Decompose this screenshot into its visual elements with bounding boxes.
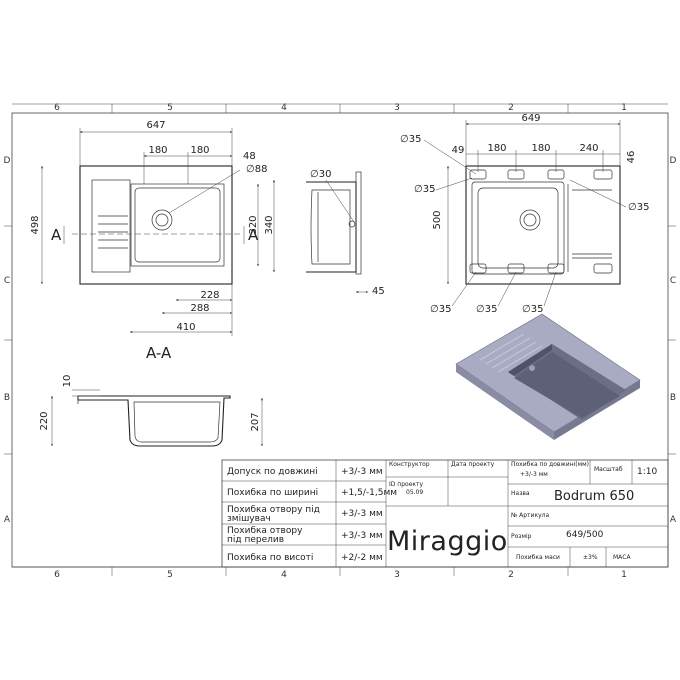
dimension-view: 649 49 180 180 240 ∅35 ∅35 ∅35 46 500 ∅3… (400, 113, 649, 315)
dim-depth-c: 410 (176, 322, 195, 333)
title-block: Допуск по довжині +3/-3 мм Похибка по ши… (221, 459, 669, 568)
col-label-bottom: 1 (621, 570, 627, 580)
scale-label: Масштаб (594, 466, 623, 473)
tol-mixer-label: Похибка отвору під (227, 505, 320, 515)
mass-label: МАСА (613, 554, 631, 561)
dim-right-sp1: 180 (487, 143, 506, 154)
drain-hole (151, 209, 173, 231)
dim-section-h2: 207 (250, 412, 261, 431)
dim-right-hole2: ∅35 (414, 184, 435, 195)
size-label: Розмір (511, 533, 532, 540)
sink-3d-render (455, 313, 641, 440)
brand-logo-text: Miraggio (387, 526, 508, 557)
col-label-bottom: 4 (281, 570, 287, 580)
dim-depth-b: 288 (190, 303, 209, 314)
dim-section-h1: 220 (39, 411, 50, 430)
tol-overflow-label: Похибка отвору (227, 526, 303, 536)
drain-hole-right (519, 209, 541, 231)
row-label-left: B (4, 393, 10, 403)
dim-bowl-h2: 340 (264, 215, 275, 234)
dim-hole-dia: ∅88 (246, 164, 267, 175)
dim-spacing-b: 180 (190, 145, 209, 156)
dim-right-hole4: ∅35 (430, 304, 451, 315)
dim-right-edge: 46 (626, 151, 637, 164)
dim-right-hole6: ∅35 (522, 304, 543, 315)
article-label: № Артикула (511, 512, 549, 519)
date-label: Дата проекту (451, 461, 495, 468)
section-title: A-A (146, 344, 172, 362)
dim-right-hole5: ∅35 (476, 304, 497, 315)
col-label-top: 5 (167, 103, 173, 113)
mass-tol-value: ±3% (583, 554, 598, 561)
name-value: Bodrum 650 (554, 489, 634, 504)
dim-depth-a: 228 (200, 290, 219, 301)
section-mark-right: A (248, 226, 259, 244)
row-label-left: A (4, 515, 11, 525)
col-label-top: 1 (621, 103, 627, 113)
outer-outline (465, 165, 621, 285)
name-label: Назва (511, 490, 530, 497)
dim-right-hole1: ∅35 (400, 134, 421, 145)
dim-overflow-dia: ∅30 (310, 169, 331, 180)
dim-section-top: 10 (62, 375, 73, 388)
overflow-hole (348, 220, 356, 228)
dim-spacing-a: 180 (148, 145, 167, 156)
zone-labels: 6 5 4 3 2 1 6 5 4 3 2 1 D C B A D C B A (4, 103, 677, 580)
mass-tol-label: Похибка маси (516, 554, 560, 561)
tol-overflow-label-2: під перелив (227, 535, 284, 545)
tol-height-label: Похибка по висоті (227, 553, 313, 563)
row-label-right: B (670, 393, 676, 403)
top-view: A A 647 180 180 48 ∅88 498 320 340 228 2… (30, 120, 275, 336)
section-mark-left: A (51, 226, 62, 244)
dim-width: 647 (146, 120, 165, 131)
dim-right-sp3: 240 (579, 143, 598, 154)
size-value: 649/500 (566, 530, 604, 540)
scale-value: 1:10 (637, 467, 657, 477)
dim-offset: 48 (243, 151, 256, 162)
tol-len2-value: +3/-3 мм (520, 471, 548, 478)
tol-len2-label: Похибка по довжині(мм) (511, 461, 589, 468)
dim-right-height: 500 (432, 210, 443, 229)
tol-height-value: +2/-2 мм (341, 553, 383, 563)
side-view: ∅30 45 (306, 169, 385, 297)
row-label-right: C (670, 276, 676, 286)
designer-label: Конструктор (389, 461, 430, 468)
col-label-top: 4 (281, 103, 287, 113)
drainboard-area (91, 179, 131, 273)
dim-right-sp2: 180 (531, 143, 550, 154)
row-label-right: D (670, 156, 677, 166)
tol-width-label: Похибка по ширині (227, 488, 318, 498)
col-label-bottom: 6 (54, 570, 60, 580)
col-label-bottom: 3 (394, 570, 400, 580)
dim-right-off: 49 (452, 145, 465, 156)
tol-width-value: +1,5/-1,5мм (341, 488, 397, 498)
tol-length-value: +3/-3 мм (341, 467, 383, 477)
dim-bowl-h1: 320 (248, 215, 259, 234)
row-label-left: C (4, 276, 10, 286)
bowl-outline (130, 183, 225, 267)
col-label-top: 6 (54, 103, 60, 113)
dim-right-width: 649 (521, 113, 540, 124)
row-label-right: A (670, 515, 677, 525)
col-label-top: 3 (394, 103, 400, 113)
sink-outline (79, 165, 233, 285)
dim-side-depth: 45 (372, 286, 385, 297)
dim-right-hole3: ∅35 (628, 202, 649, 213)
col-label-top: 2 (508, 103, 514, 113)
tol-length-label: Допуск по довжині (227, 467, 318, 477)
tol-mixer-value: +3/-3 мм (341, 509, 383, 519)
tol-overflow-value: +3/-3 мм (341, 531, 383, 541)
tol-mixer-label-2: змішувач (227, 514, 271, 524)
dim-height: 498 (30, 215, 41, 234)
col-label-bottom: 5 (167, 570, 173, 580)
section-view: A-A 10 220 207 (39, 344, 263, 447)
bowl-outline-right (471, 181, 565, 275)
col-label-bottom: 2 (508, 570, 514, 580)
project-id-label: ID проекту (389, 481, 424, 488)
project-id-value: 05.09 (406, 489, 423, 496)
row-label-left: D (4, 156, 11, 166)
